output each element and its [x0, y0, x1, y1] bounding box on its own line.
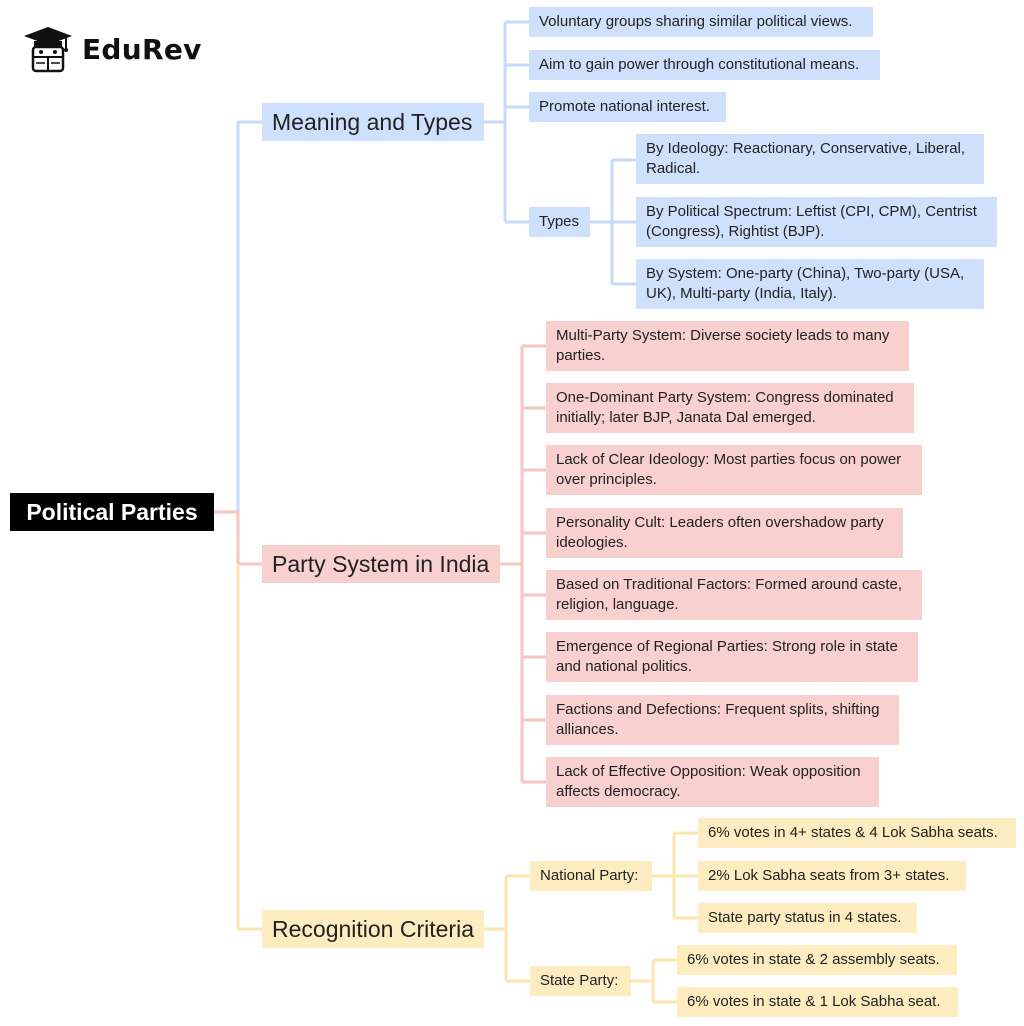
party-system-item: Personality Cult: Leaders often overshad… — [546, 508, 903, 558]
meaning-item: Aim to gain power through constitutional… — [529, 50, 880, 80]
brand-name: EduRev — [82, 32, 202, 66]
root-node: Political Parties — [10, 493, 214, 531]
edurev-logo: EduRev — [22, 24, 202, 74]
type-item: By Ideology: Reactionary, Conservative, … — [636, 134, 984, 184]
party-system-item: Lack of Effective Opposition: Weak oppos… — [546, 757, 879, 807]
national-party-criterion: 2% Lok Sabha seats from 3+ states. — [698, 861, 966, 891]
party-system-item: Lack of Clear Ideology: Most parties foc… — [546, 445, 922, 495]
recognition-connector — [236, 564, 698, 1004]
party-system-item: Multi-Party System: Diverse society lead… — [546, 321, 909, 371]
system-connector — [214, 344, 546, 784]
branch-party-system-in-india: Party System in India — [262, 545, 500, 583]
party-system-item: One-Dominant Party System: Congress domi… — [546, 383, 914, 433]
type-item: By Political Spectrum: Leftist (CPI, CPM… — [636, 197, 997, 247]
party-system-item: Based on Traditional Factors: Formed aro… — [546, 570, 922, 620]
branch-recognition-criteria: Recognition Criteria — [262, 910, 484, 948]
state-party-node: State Party: — [530, 966, 631, 996]
national-party-criterion: 6% votes in 4+ states & 4 Lok Sabha seat… — [698, 818, 1016, 848]
national-party-node: National Party: — [530, 861, 652, 891]
types-node: Types — [529, 207, 590, 237]
meaning-item: Promote national interest. — [529, 92, 726, 122]
national-party-criterion: State party status in 4 states. — [698, 903, 917, 933]
state-party-criterion: 6% votes in state & 1 Lok Sabha seat. — [677, 987, 958, 1017]
party-system-item: Factions and Defections: Frequent splits… — [546, 695, 899, 745]
meaning-item: Voluntary groups sharing similar politic… — [529, 7, 873, 37]
branch-meaning-and-types: Meaning and Types — [262, 103, 484, 141]
state-party-criterion: 6% votes in state & 2 assembly seats. — [677, 945, 957, 975]
party-system-item: Emergence of Regional Parties: Strong ro… — [546, 632, 918, 682]
type-item: By System: One-party (China), Two-party … — [636, 259, 984, 309]
graduation-cap-mascot-icon — [24, 27, 72, 73]
